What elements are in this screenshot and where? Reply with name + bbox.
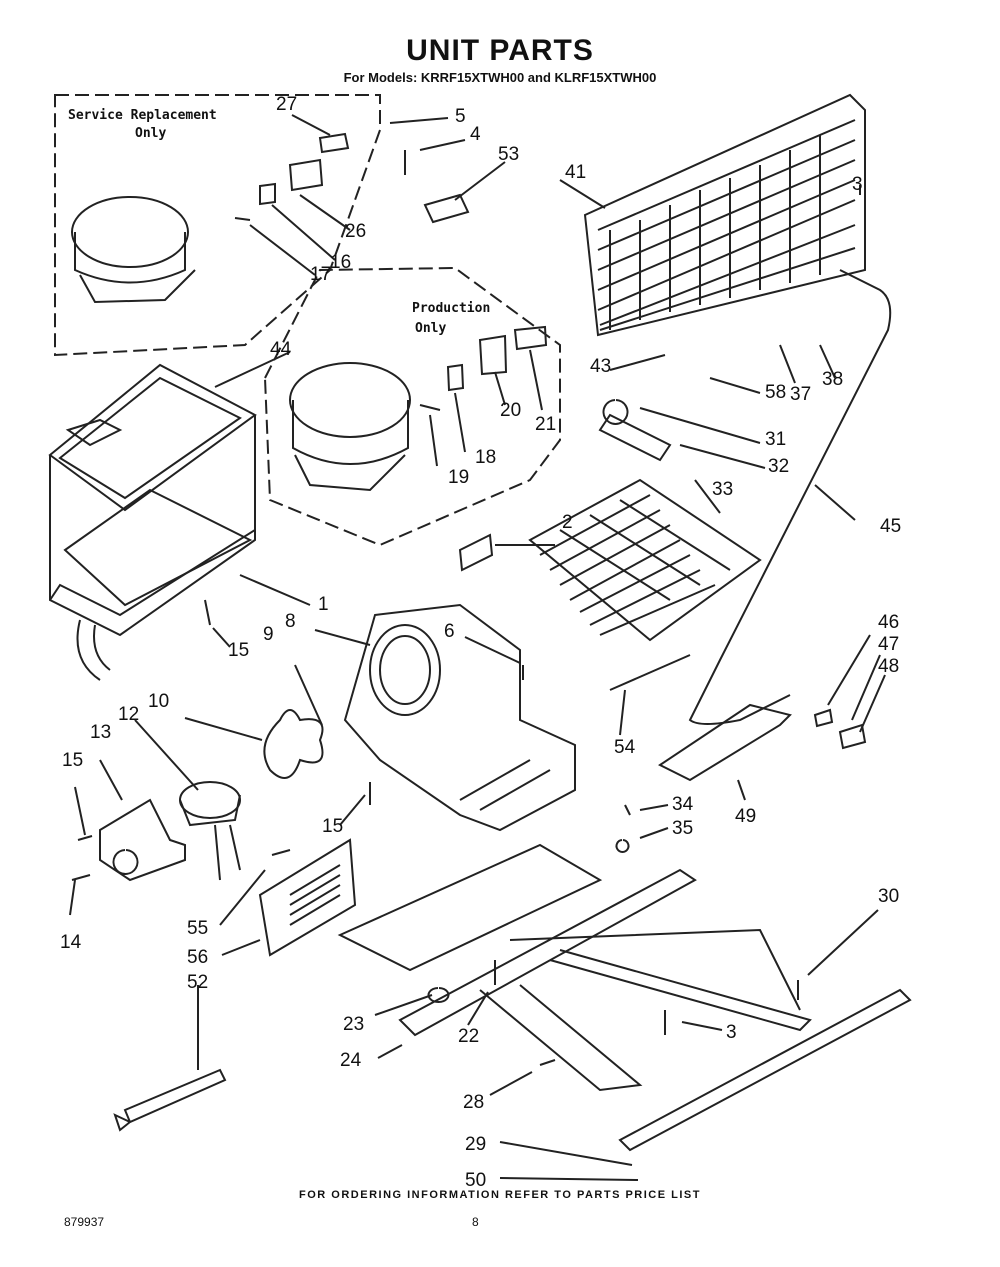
service-compressor bbox=[71, 132, 350, 304]
part-48 bbox=[838, 723, 867, 750]
callout-37: 37 bbox=[790, 384, 811, 405]
callout-31: 31 bbox=[765, 429, 786, 450]
screw-55 bbox=[271, 849, 291, 856]
callout-29: 29 bbox=[465, 1134, 486, 1155]
callout-21: 21 bbox=[535, 414, 556, 435]
callout-20: 20 bbox=[500, 400, 521, 421]
callout-38: 38 bbox=[822, 369, 843, 390]
callout-46: 46 bbox=[878, 612, 899, 633]
part-35 bbox=[615, 839, 630, 853]
callout-17: 17 bbox=[310, 264, 331, 285]
insulator-53 bbox=[423, 193, 470, 224]
callout-44: 44 bbox=[270, 339, 292, 360]
drain-pan bbox=[49, 415, 256, 681]
page-number: 8 bbox=[472, 1215, 479, 1229]
callout-9: 9 bbox=[263, 624, 274, 645]
callout-3: 3 bbox=[852, 174, 863, 195]
fan-motor bbox=[179, 781, 241, 881]
callout-27: 27 bbox=[276, 94, 297, 115]
callout-5: 5 bbox=[455, 106, 466, 127]
production-only-box bbox=[263, 266, 561, 547]
rear-panel bbox=[258, 838, 357, 957]
callout-23: 23 bbox=[343, 1014, 364, 1035]
callout-15: 15 bbox=[322, 816, 343, 837]
clip-28 bbox=[539, 1059, 556, 1066]
production-compressor bbox=[289, 325, 548, 492]
sensor-54 bbox=[609, 654, 691, 691]
base-plate bbox=[337, 843, 603, 972]
callout-56: 56 bbox=[187, 947, 208, 968]
leader-lines bbox=[69, 114, 886, 1181]
drier-32 bbox=[598, 413, 672, 462]
callout-10: 10 bbox=[148, 691, 169, 712]
callout-48: 48 bbox=[878, 656, 899, 677]
motor-bracket bbox=[99, 798, 186, 882]
callout-1: 1 bbox=[318, 594, 329, 615]
callout-16: 16 bbox=[330, 252, 351, 273]
callout-8: 8 bbox=[285, 611, 296, 632]
callout-2: 2 bbox=[562, 512, 573, 533]
callout-14: 14 bbox=[60, 932, 82, 953]
clip-31 bbox=[602, 399, 629, 425]
production-box-label-line1: Production bbox=[412, 301, 491, 316]
screw-14 bbox=[71, 874, 91, 881]
callout-15: 15 bbox=[228, 640, 249, 661]
mounting-strap bbox=[113, 1068, 227, 1132]
part-46 bbox=[813, 708, 834, 728]
fan-shroud bbox=[343, 603, 576, 832]
screw-15a bbox=[204, 599, 211, 626]
callout-32: 32 bbox=[768, 456, 789, 477]
base-frame bbox=[398, 868, 912, 1152]
callout-24: 24 bbox=[340, 1050, 362, 1071]
callout-30: 30 bbox=[878, 886, 899, 907]
callout-55: 55 bbox=[187, 918, 208, 939]
service-box-label-line1: Service Replacement bbox=[68, 108, 217, 123]
callout-3: 3 bbox=[726, 1022, 737, 1043]
callout-47: 47 bbox=[878, 634, 899, 655]
callout-6: 6 bbox=[444, 621, 455, 642]
condenser-coil bbox=[583, 93, 866, 337]
production-box-label-line2: Only bbox=[415, 321, 447, 336]
ordering-footer: FOR ORDERING INFORMATION REFER TO PARTS … bbox=[299, 1189, 701, 1201]
callout-18: 18 bbox=[475, 447, 496, 468]
heater-bracket-49 bbox=[658, 703, 792, 782]
evap-clip-2 bbox=[458, 533, 494, 572]
callout-33: 33 bbox=[712, 479, 733, 500]
callout-12: 12 bbox=[118, 704, 139, 725]
callout-15: 15 bbox=[62, 750, 83, 771]
callout-50: 50 bbox=[465, 1170, 486, 1191]
evaporator-coil bbox=[528, 478, 762, 642]
callout-53: 53 bbox=[498, 144, 519, 165]
drip-tray bbox=[48, 363, 257, 512]
callout-41: 41 bbox=[565, 162, 586, 183]
callout-19: 19 bbox=[448, 467, 469, 488]
callout-34: 34 bbox=[672, 794, 694, 815]
service-box-label-line2: Only bbox=[135, 126, 167, 141]
screw-15c bbox=[77, 835, 93, 841]
callout-28: 28 bbox=[463, 1092, 484, 1113]
callout-26: 26 bbox=[345, 221, 366, 242]
callout-35: 35 bbox=[672, 818, 693, 839]
page-title: UNIT PARTS bbox=[406, 34, 594, 67]
callout-45: 45 bbox=[880, 516, 901, 537]
callout-4: 4 bbox=[470, 124, 481, 145]
fan-blade bbox=[263, 709, 324, 779]
page-subtitle: For Models: KRRF15XTWH00 and KLRF15XTWH0… bbox=[343, 70, 657, 85]
callout-22: 22 bbox=[458, 1026, 479, 1047]
callout-52: 52 bbox=[187, 972, 208, 993]
document-number: 879937 bbox=[64, 1215, 105, 1229]
callout-43: 43 bbox=[590, 356, 611, 377]
grommet-23 bbox=[427, 987, 450, 1003]
part-34 bbox=[624, 804, 631, 816]
callout-54: 54 bbox=[614, 737, 636, 758]
service-replacement-box bbox=[54, 94, 381, 357]
callout-49: 49 bbox=[735, 806, 756, 827]
callout-58: 58 bbox=[765, 382, 786, 403]
callout-13: 13 bbox=[90, 722, 111, 743]
